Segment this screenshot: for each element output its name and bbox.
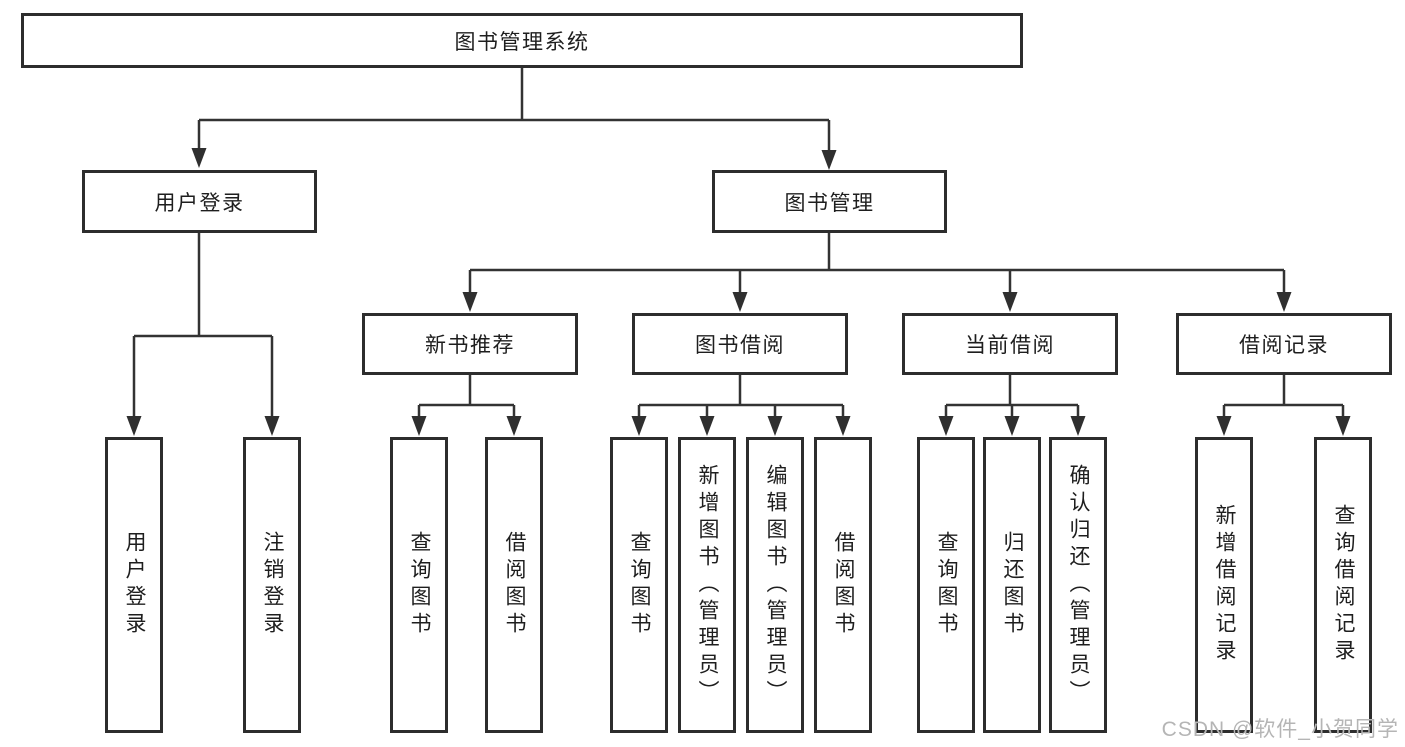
node-borrowing-records: 借阅记录 bbox=[1176, 313, 1392, 375]
arrowhead bbox=[1335, 416, 1351, 436]
arrowhead bbox=[191, 148, 207, 168]
node-label: 新书推荐 bbox=[425, 334, 515, 357]
leaf-borrow-books-borrowing: 借阅图书 bbox=[814, 437, 872, 733]
leaf-query-borrow-record: 查询借阅记录 bbox=[1314, 437, 1372, 733]
node-label: 用户登录 bbox=[154, 191, 245, 215]
leaf-query-books-current: 查询图书 bbox=[917, 437, 975, 733]
node-new-book-recommendation: 新书推荐 bbox=[362, 313, 578, 375]
arrowhead bbox=[264, 416, 280, 436]
arrowhead bbox=[1070, 416, 1086, 436]
node-label: 确认归还（管理员） bbox=[1067, 463, 1090, 707]
node-book-management: 图书管理 bbox=[712, 170, 947, 233]
node-label: 图书借阅 bbox=[695, 334, 785, 357]
arrowhead bbox=[1004, 416, 1020, 436]
leaf-add-books-admin: 新增图书（管理员） bbox=[678, 437, 736, 733]
arrowhead bbox=[767, 416, 783, 436]
leaf-edit-books-admin: 编辑图书（管理员） bbox=[746, 437, 804, 733]
connector-path bbox=[132, 68, 1345, 418]
leaf-add-borrow-record: 新增借阅记录 bbox=[1195, 437, 1253, 733]
node-label: 查询图书 bbox=[408, 531, 431, 639]
csdn-watermark: CSDN @软件_小贺同学 bbox=[1161, 718, 1399, 741]
node-label: 查询图书 bbox=[935, 531, 958, 639]
node-label: 注销登录 bbox=[261, 531, 284, 639]
node-label: 查询图书 bbox=[628, 531, 651, 639]
node-label: 借阅图书 bbox=[503, 531, 526, 639]
arrowhead bbox=[835, 416, 851, 436]
node-current-borrowing: 当前借阅 bbox=[902, 313, 1118, 375]
node-label: 归还图书 bbox=[1001, 531, 1024, 639]
arrowhead bbox=[699, 416, 715, 436]
arrowhead bbox=[732, 292, 748, 312]
node-user-login: 用户登录 bbox=[82, 170, 317, 233]
arrowhead bbox=[1276, 292, 1292, 312]
node-label: 编辑图书（管理员） bbox=[764, 463, 787, 707]
node-label: 用户登录 bbox=[123, 531, 146, 639]
node-label: 图书管理系统 bbox=[454, 30, 590, 54]
node-label: 当前借阅 bbox=[965, 334, 1055, 357]
node-label: 借阅图书 bbox=[832, 531, 855, 639]
arrowhead bbox=[126, 416, 142, 436]
leaf-query-books-recommend: 查询图书 bbox=[390, 437, 448, 733]
arrowhead bbox=[1216, 416, 1232, 436]
node-book-borrowing: 图书借阅 bbox=[632, 313, 848, 375]
leaf-borrow-books-recommend: 借阅图书 bbox=[485, 437, 543, 733]
leaf-return-books: 归还图书 bbox=[983, 437, 1041, 733]
arrowhead bbox=[631, 416, 647, 436]
arrowhead bbox=[506, 416, 522, 436]
node-label: 新增图书（管理员） bbox=[696, 463, 719, 707]
leaf-logout: 注销登录 bbox=[243, 437, 301, 733]
arrowhead bbox=[1002, 292, 1018, 312]
arrowhead bbox=[411, 416, 427, 436]
node-library-management-system: 图书管理系统 bbox=[21, 13, 1023, 68]
node-label: 查询借阅记录 bbox=[1332, 504, 1355, 666]
leaf-query-books-borrowing: 查询图书 bbox=[610, 437, 668, 733]
node-label: 图书管理 bbox=[784, 191, 875, 215]
leaf-user-login: 用户登录 bbox=[105, 437, 163, 733]
leaf-confirm-return-admin: 确认归还（管理员） bbox=[1049, 437, 1107, 733]
arrowhead bbox=[462, 292, 478, 312]
arrowhead bbox=[821, 150, 837, 170]
arrowhead bbox=[938, 416, 954, 436]
node-label: 新增借阅记录 bbox=[1213, 504, 1236, 666]
node-label: 借阅记录 bbox=[1239, 334, 1329, 357]
